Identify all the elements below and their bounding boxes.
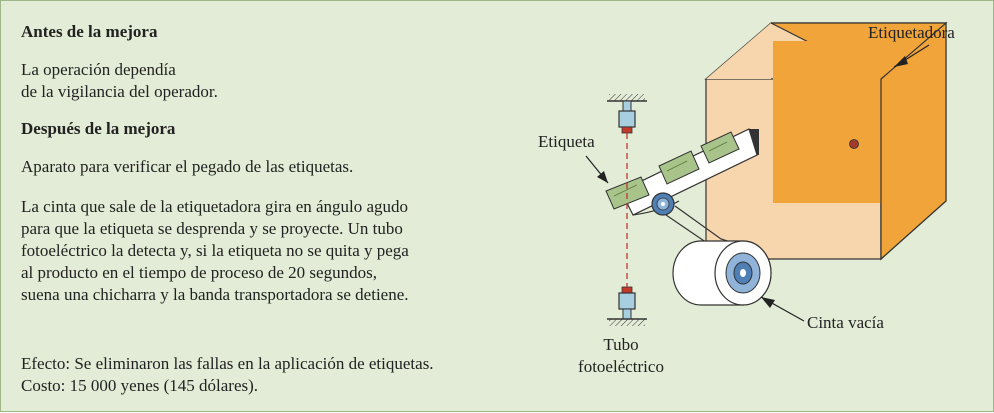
- labeler-slot: [749, 129, 759, 155]
- label-etiqueta: Etiqueta: [538, 132, 595, 151]
- after-body-line-3: fotoeléctrico la detecta y, si la etique…: [21, 241, 409, 260]
- empty-tape-roll: [672, 240, 772, 306]
- labeler-indicator-light: [849, 139, 859, 149]
- bottom-mount-hatch: [609, 319, 645, 326]
- after-body-line-5: suena una chicharra y la banda transport…: [21, 285, 409, 304]
- top-sensor-head: [618, 110, 636, 128]
- label-sticker-2: [658, 150, 700, 185]
- heading-before: Antes de la mejora: [21, 22, 158, 41]
- cost-text: Costo: 15 000 yenes (145 dólares).: [21, 376, 259, 395]
- heading-after: Después de la mejora: [21, 119, 176, 138]
- after-body-line-2: para que la etiqueta se desprenda y se p…: [21, 219, 403, 238]
- label-sticker-1: [700, 131, 740, 164]
- effect-text: Efecto: Se eliminaron las fallas en la a…: [21, 354, 434, 373]
- after-body-line-4: al producto en el tiempo de proceso de 2…: [21, 263, 377, 282]
- after-body-line-1: La cinta que sale de la etiquetadora gir…: [21, 197, 409, 216]
- photo-sensor-bottom: [607, 286, 647, 326]
- before-line-1: La operación dependía: [21, 60, 176, 79]
- after-intro: Aparato para verificar el pegado de las …: [21, 157, 354, 176]
- bottom-sensor-head: [618, 292, 636, 310]
- guide-roller: [651, 192, 675, 216]
- label-tube-line-2: fotoeléctrico: [578, 357, 664, 376]
- photo-sensor-top: [607, 94, 647, 134]
- before-line-2: de la vigilancia del operador.: [21, 82, 218, 101]
- label-empty-tape: Cinta vacía: [807, 313, 884, 332]
- label-labeler: Etiquetadora: [868, 23, 955, 42]
- top-mount-hatch: [609, 94, 645, 101]
- labeler-machine: [704, 21, 948, 261]
- label-tube-line-1: Tubo: [603, 335, 638, 354]
